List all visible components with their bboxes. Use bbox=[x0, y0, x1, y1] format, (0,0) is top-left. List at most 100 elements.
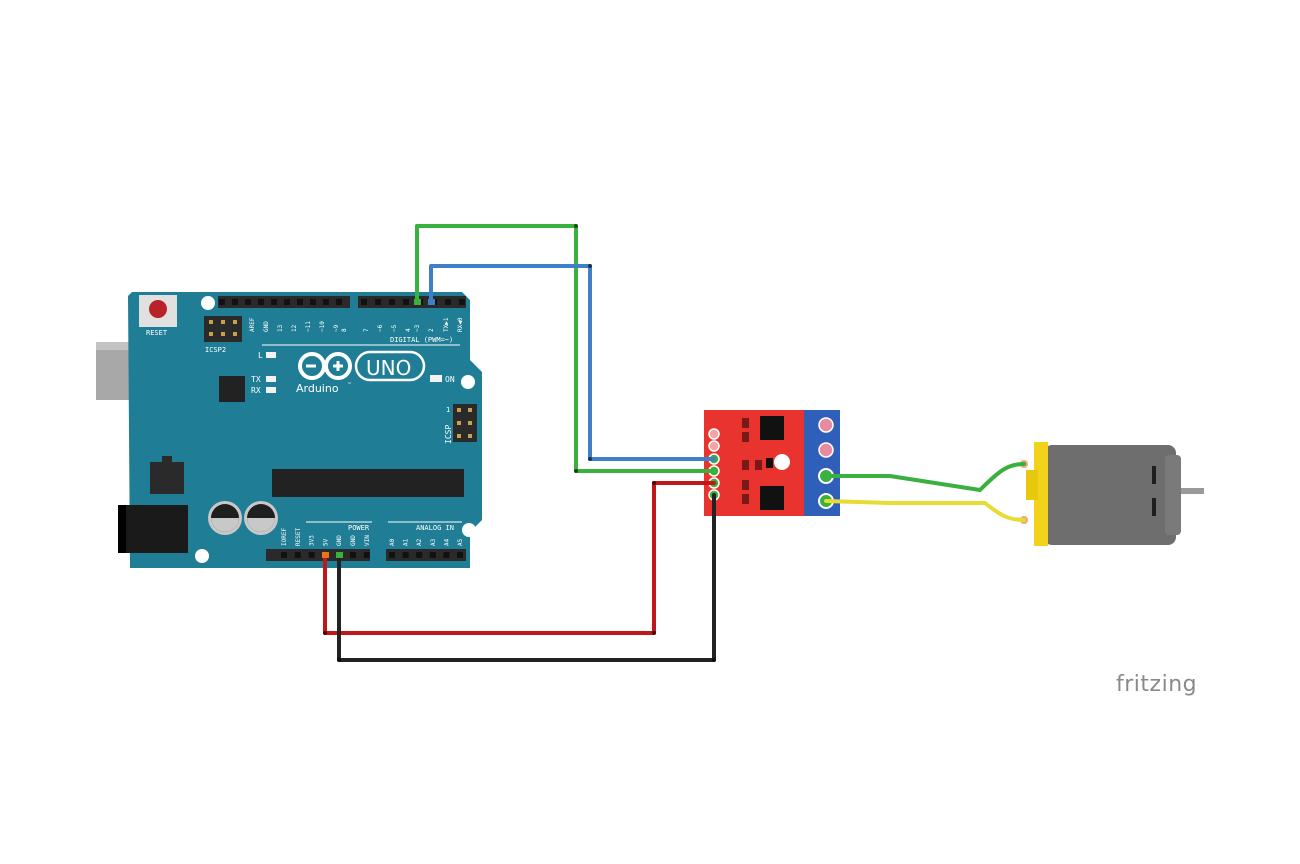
analog-pin-hole bbox=[443, 552, 450, 558]
digital-pin-hole bbox=[284, 299, 290, 305]
mounting-hole bbox=[462, 523, 476, 537]
digital-pin-hole bbox=[258, 299, 264, 305]
digital-pin-label: 2 bbox=[428, 328, 435, 332]
arduino-5v bbox=[322, 552, 329, 558]
wire-yellow-motor bbox=[824, 499, 1026, 522]
analog-pin-hole bbox=[416, 552, 423, 558]
led-l-label: L bbox=[258, 351, 263, 360]
digital-pin-hole bbox=[323, 299, 329, 305]
analog-pin-label: A5 bbox=[457, 538, 464, 546]
led-rx-label: RX bbox=[251, 386, 261, 395]
power-header bbox=[266, 549, 370, 561]
digital-pin-hole bbox=[245, 299, 251, 305]
power-pin-label: GND bbox=[336, 535, 343, 546]
digital-pin-hole bbox=[361, 299, 367, 305]
digital-pin-hole bbox=[336, 299, 342, 305]
digital-pin-label: AREF bbox=[249, 317, 256, 332]
digital-pin-hole bbox=[310, 299, 316, 305]
digital-pin-label: GND bbox=[263, 321, 270, 332]
analog-header bbox=[386, 549, 466, 561]
led-tx bbox=[266, 376, 276, 382]
digital-pin-label: 7 bbox=[363, 328, 370, 332]
digital-pin-label: ~11 bbox=[305, 321, 312, 332]
digital-pin-label: TX▶1 bbox=[443, 317, 450, 332]
wires bbox=[322, 224, 1026, 662]
icsp-pin1-label: 1 bbox=[446, 406, 450, 414]
arduino-board-outline bbox=[128, 292, 482, 568]
icsp2-header bbox=[204, 316, 242, 342]
motor-end-cap bbox=[1034, 442, 1048, 546]
on-label: ON bbox=[445, 375, 455, 384]
analog-pin-hole bbox=[389, 552, 395, 558]
power-pin-label: GND bbox=[350, 535, 357, 546]
led-rx bbox=[266, 387, 276, 393]
icsp-header bbox=[453, 404, 477, 442]
power-pin-hole bbox=[308, 552, 315, 558]
analog-pin-label: A3 bbox=[430, 538, 437, 546]
power-pin-label: 3V3 bbox=[309, 535, 316, 546]
driver-ic bbox=[760, 416, 784, 440]
power-pin-label: VIN bbox=[364, 535, 371, 546]
power-pin-label: RESET bbox=[295, 528, 302, 546]
arduino-pin-2 bbox=[428, 299, 435, 305]
power-pin-hole bbox=[281, 552, 287, 558]
arduino-logo-text: Arduino bbox=[296, 382, 339, 395]
power-pin-hole bbox=[350, 552, 356, 558]
arduino-logo bbox=[298, 350, 426, 382]
power-pin-label: 5V bbox=[322, 538, 329, 546]
reset-label: RESET bbox=[146, 329, 168, 337]
voltage-regulator bbox=[150, 462, 184, 494]
arduino-gnd bbox=[336, 552, 343, 558]
analog-pin-hole bbox=[429, 552, 436, 558]
capacitor bbox=[244, 501, 278, 535]
atmega-chip bbox=[272, 469, 464, 497]
wire-black-ground bbox=[337, 493, 716, 662]
mounting-hole bbox=[201, 296, 215, 310]
motor-body bbox=[1044, 445, 1176, 545]
digital-pin-hole bbox=[297, 299, 303, 305]
digital-pin-hole bbox=[219, 299, 225, 305]
digital-label: DIGITAL (PWM=~) bbox=[390, 336, 453, 344]
motor-shaft bbox=[1176, 488, 1204, 494]
power-pin-label: IOREF bbox=[281, 528, 288, 546]
digital-pin-label: ~6 bbox=[377, 324, 384, 332]
motor-driver-module bbox=[704, 410, 840, 516]
dc-motor bbox=[1020, 442, 1204, 546]
arduino-pin-3 bbox=[414, 299, 421, 305]
power-pin-labels: IOREF RESET 3V3 5V GND GND VIN bbox=[281, 528, 371, 546]
analog-pin-label: A1 bbox=[403, 538, 410, 546]
icsp-label: ICSP bbox=[444, 425, 453, 444]
arduino-tm: ™ bbox=[347, 382, 352, 388]
driver-ic bbox=[760, 486, 784, 510]
analog-label: ANALOG IN bbox=[416, 524, 454, 532]
digital-pin-hole bbox=[445, 299, 451, 305]
digital-pin-label: 13 bbox=[277, 324, 284, 332]
capacitor bbox=[208, 501, 242, 535]
icsp2-label: ICSP2 bbox=[205, 346, 226, 354]
dc-power-jack bbox=[118, 505, 188, 553]
digital-pin-hole bbox=[271, 299, 277, 305]
mounting-hole bbox=[461, 375, 475, 389]
digital-pin-label: 12 bbox=[291, 324, 298, 332]
led-on bbox=[430, 375, 442, 382]
driver-motor-a-terminal bbox=[818, 417, 834, 433]
led-l bbox=[266, 352, 276, 358]
power-pin-hole bbox=[363, 552, 370, 558]
digital-pin-label: 4 bbox=[405, 328, 412, 332]
analog-pin-label: A4 bbox=[443, 538, 450, 546]
digital-header bbox=[218, 296, 466, 308]
digital-pin-label: ~3 bbox=[414, 324, 421, 332]
analog-pin-label: A0 bbox=[389, 538, 396, 546]
power-pin-hole bbox=[294, 552, 301, 558]
digital-pin-label: ~10 bbox=[319, 321, 326, 332]
digital-pin-label: 8 bbox=[341, 328, 348, 332]
digital-pin-hole bbox=[375, 299, 381, 305]
analog-pin-hole bbox=[457, 552, 463, 558]
analog-pin-hole bbox=[402, 552, 409, 558]
digital-pin-hole bbox=[403, 299, 409, 305]
power-label: POWER bbox=[348, 524, 370, 532]
